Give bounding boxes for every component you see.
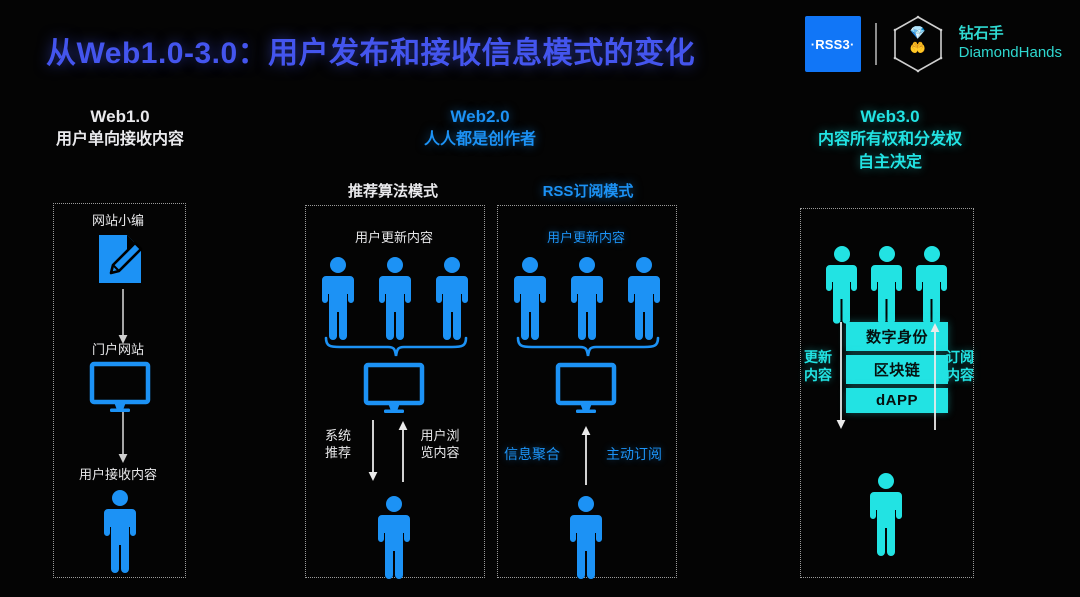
- web2-algo-top-label: 用户更新内容: [354, 230, 433, 245]
- web3-up-arrow: [930, 322, 940, 430]
- diamondhands-hex-logo: 💎 🤲: [891, 14, 945, 74]
- web1-node-label-portal: 门户网站: [91, 342, 144, 357]
- rss3-logo: ·RSS3·: [804, 16, 861, 72]
- web2-rss-right-label: 主动订阅: [606, 446, 662, 462]
- web3-subheading-1: 内容所有权和分发权: [817, 131, 962, 149]
- web2-algo-panel: [305, 205, 485, 578]
- web2-rss-bottom-person-icon: [568, 495, 604, 579]
- page-title: 从Web1.0-3.0：用户发布和接收信息模式的变化: [46, 37, 696, 70]
- web1-node-label-receiver: 用户接收内容: [78, 467, 157, 482]
- person-icon: [102, 489, 138, 573]
- web2-algo-panel-title: 推荐算法模式: [347, 183, 438, 200]
- web3-right-label: 订阅 内容: [946, 349, 974, 384]
- web2-rss-people-group: [512, 256, 662, 340]
- web1-node-label-editor: 网站小编: [91, 213, 144, 228]
- brand-lockup: ·RSS3· 💎 🤲 钻石手 DiamondHands: [804, 14, 1062, 74]
- web1-arrow-1: [118, 289, 128, 345]
- web2-algo-people-group: [320, 256, 470, 340]
- web3-stack: 数字身份 区块链 dAPP: [846, 322, 948, 413]
- web3-stack-item-dapp[interactable]: dAPP: [846, 388, 948, 413]
- web2-algo-down-label: 系统 推荐: [324, 428, 351, 460]
- brand-name-cn: 钻石手: [958, 25, 1004, 43]
- web1-heading: Web1.0: [90, 107, 150, 126]
- web3-subheading-2: 自主决定: [857, 153, 922, 171]
- rss3-logo-text: ·RSS3·: [810, 36, 855, 52]
- web2-algo-bottom-person-icon: [376, 495, 412, 579]
- web3-heading: Web3.0: [860, 107, 920, 126]
- web2-heading: Web2.0: [450, 107, 510, 126]
- web2-algo-up-label: 用户浏 览内容: [420, 428, 460, 460]
- web1-panel: [53, 203, 186, 578]
- web3-bottom-person-icon: [868, 472, 904, 556]
- brand-name-block: 钻石手 DiamondHands: [959, 25, 1062, 63]
- web1-subheading: 用户单向接收内容: [55, 131, 184, 149]
- diamond-icon: 💎: [909, 25, 926, 40]
- web3-stack-item-identity[interactable]: 数字身份: [846, 322, 948, 351]
- web2-rss-monitor-icon: [555, 362, 617, 413]
- web1-arrow-2: [118, 412, 128, 464]
- web2-rss-brace: [516, 336, 660, 358]
- web2-rss-left-label: 信息聚合: [504, 446, 560, 462]
- web2-rss-panel-title: RSS订阅模式: [542, 183, 634, 200]
- hands-icon: 🤲: [909, 40, 926, 55]
- web2-rss-up-arrow: [581, 425, 591, 485]
- web3-panel: [800, 208, 974, 578]
- web2-algo-brace: [324, 336, 468, 358]
- web3-people-group: [826, 245, 948, 324]
- document-pencil-icon: [97, 233, 145, 285]
- web2-algo-up-arrow: [398, 420, 408, 482]
- monitor-icon: [89, 361, 151, 412]
- web2-rss-panel: [497, 205, 677, 578]
- brand-name-en: DiamondHands: [958, 44, 1062, 61]
- web2-algo-down-arrow: [368, 420, 378, 482]
- web3-heading-block: Web3.0 内容所有权和分发权 自主决定: [780, 105, 1000, 175]
- web3-stack-item-blockchain[interactable]: 区块链: [846, 355, 948, 384]
- web1-heading-block: Web1.0 用户单向接收内容: [30, 105, 210, 152]
- web3-down-arrow: [836, 322, 846, 430]
- web2-rss-top-label: 用户更新内容: [546, 230, 625, 245]
- web2-heading-block: Web2.0 人人都是创作者: [370, 105, 590, 152]
- web2-algo-monitor-icon: [363, 362, 425, 413]
- brand-divider: [874, 23, 877, 65]
- web3-left-label: 更新 内容: [804, 349, 832, 384]
- web2-subheading: 人人都是创作者: [423, 131, 536, 149]
